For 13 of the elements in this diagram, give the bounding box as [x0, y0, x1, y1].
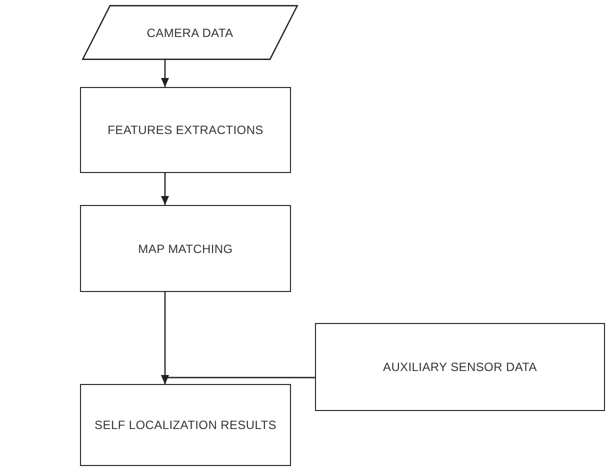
- node-label: CAMERA DATA: [146, 26, 234, 40]
- process-box: [80, 384, 291, 466]
- process-box: [80, 87, 291, 173]
- process-box: [315, 323, 605, 411]
- node-label: MAP MATCHING: [138, 242, 233, 256]
- node-label: AUXILIARY SENSOR DATA: [382, 360, 538, 374]
- node-label: SELF LOCALIZATION RESULTS: [94, 418, 276, 432]
- arrow: [161, 375, 315, 384]
- arrow: [161, 173, 169, 205]
- process-box: [80, 205, 291, 292]
- node-label: FEATURES EXTRACTIONS: [108, 123, 264, 137]
- input-parallelogram: [82, 5, 298, 60]
- arrow: [161, 60, 169, 87]
